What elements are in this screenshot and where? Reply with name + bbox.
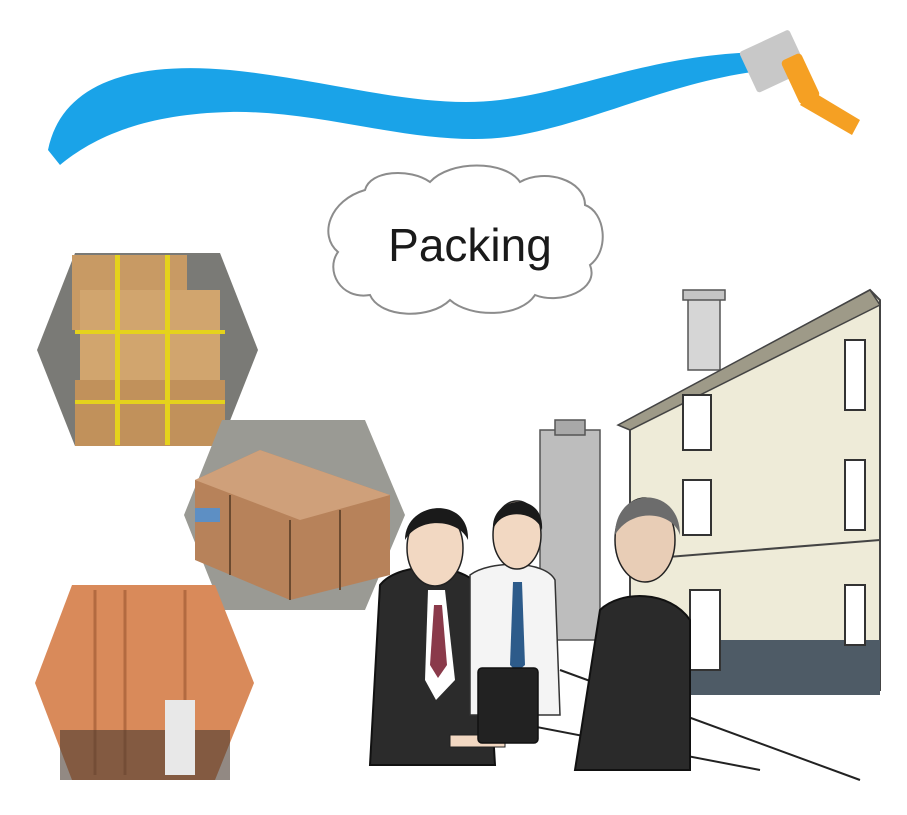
paint-stroke [48, 52, 770, 165]
chimney [682, 289, 726, 371]
building [616, 288, 882, 695]
hex-photo-boxes [37, 253, 258, 446]
hex-photo-container [35, 585, 254, 780]
person-older-man-right [573, 497, 691, 771]
hex-photo-crates [184, 420, 405, 610]
person-businessman-middle [469, 500, 561, 744]
page-title: Packing [388, 219, 552, 271]
paint-brush-icon [739, 30, 860, 135]
